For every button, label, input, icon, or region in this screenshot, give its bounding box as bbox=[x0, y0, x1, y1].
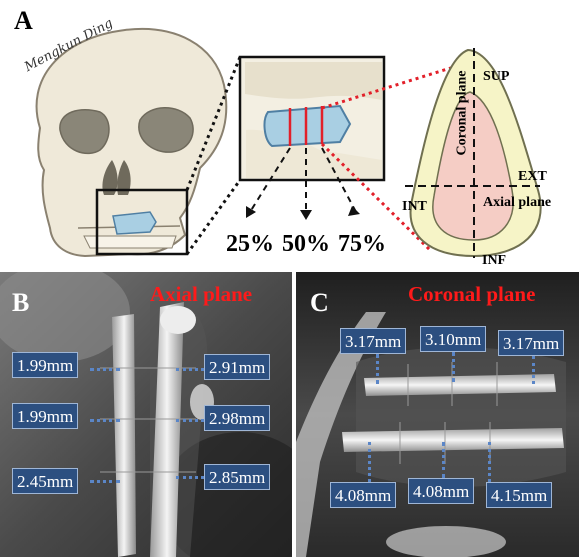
leader-right-75 bbox=[176, 476, 204, 479]
implant-bottom-coronal bbox=[342, 428, 564, 452]
measure-left-25: 1.99mm bbox=[12, 352, 78, 378]
percent-25: 25% bbox=[226, 232, 274, 256]
panel-b-title: Axial plane bbox=[150, 284, 252, 305]
panel-b: B Axial plane 1.99mm 1.99mm 2.45mm 2.91m… bbox=[0, 272, 292, 557]
label-ext: EXT bbox=[518, 170, 547, 184]
leader-bottom-50 bbox=[442, 442, 445, 478]
measure-bottom-50: 4.08mm bbox=[408, 478, 474, 504]
label-axial-plane: Axial plane bbox=[483, 196, 551, 210]
label-int: INT bbox=[402, 200, 427, 214]
label-sup: SUP bbox=[483, 70, 509, 84]
leader-top-75 bbox=[532, 356, 535, 384]
leader-top-25 bbox=[376, 354, 379, 384]
panel-c-title: Coronal plane bbox=[408, 284, 535, 305]
measure-top-25: 3.17mm bbox=[340, 328, 406, 354]
measure-right-25: 2.91mm bbox=[204, 354, 270, 380]
leader-right-25 bbox=[176, 368, 204, 371]
panel-b-label: B bbox=[12, 290, 29, 316]
leader-left-25 bbox=[90, 368, 120, 371]
leader-bottom-75 bbox=[488, 442, 491, 482]
label-inf: INF bbox=[482, 254, 506, 268]
leader-left-75 bbox=[90, 480, 120, 483]
leader-right-50 bbox=[176, 419, 204, 422]
leader-left-50 bbox=[90, 419, 120, 422]
leader-top-50 bbox=[452, 352, 455, 382]
measure-left-75: 2.45mm bbox=[12, 468, 78, 494]
measure-top-50: 3.10mm bbox=[420, 326, 486, 352]
measure-top-75: 3.17mm bbox=[498, 330, 564, 356]
panel-c-label: C bbox=[310, 290, 329, 316]
percent-50: 50% bbox=[282, 232, 330, 256]
measure-bottom-75: 4.15mm bbox=[486, 482, 552, 508]
measure-left-50: 1.99mm bbox=[12, 403, 78, 429]
measure-right-50: 2.98mm bbox=[204, 405, 270, 431]
measure-right-75: 2.85mm bbox=[204, 464, 270, 490]
implant-small bbox=[113, 212, 156, 234]
panel-c: C Coronal plane 3.17mm 3.10mm 3.17mm 4.0… bbox=[296, 272, 579, 557]
measure-bottom-25: 4.08mm bbox=[330, 482, 396, 508]
percent-75: 75% bbox=[338, 232, 386, 256]
panel-a: A Mengkun Ding 25% 50% 75% SUP INF EXT I… bbox=[0, 0, 579, 268]
label-coronal-plane: Coronal plane bbox=[455, 71, 469, 156]
leader-bottom-25 bbox=[368, 442, 371, 482]
implant-large bbox=[265, 106, 350, 146]
panel-a-label: A bbox=[14, 8, 33, 34]
ct-image-coronal bbox=[296, 272, 579, 557]
